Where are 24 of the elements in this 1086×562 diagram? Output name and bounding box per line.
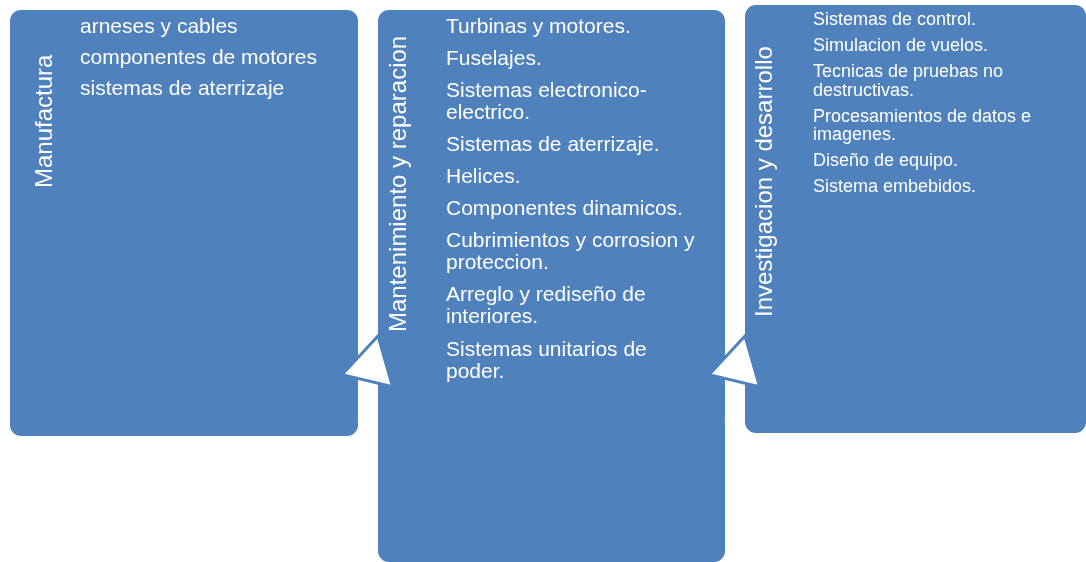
list-item: sistemas de aterrizaje <box>80 77 286 100</box>
list-item: Simulacion de vuelos. <box>813 35 990 55</box>
list-item: Tecnicas de pruebas no destructivas. <box>813 61 1005 100</box>
list-item: Sistemas unitarios de poder. <box>446 337 648 382</box>
process-box <box>378 10 725 562</box>
vertical-heading: Investigacion y desarrollo <box>750 46 778 317</box>
process-box <box>10 10 358 436</box>
list-item: Diseño de equipo. <box>813 151 960 171</box>
list-item: Procesamientos de datos e imagenes. <box>813 106 1033 145</box>
list-item: Arreglo y rediseño de interiores. <box>446 283 647 328</box>
list-item: componentes de motores <box>80 46 318 69</box>
list-item: Turbinas y motores. <box>446 15 632 38</box>
list-item: Sistemas de control. <box>813 10 978 29</box>
list-item: Sistemas electronico-electrico. <box>446 79 648 124</box>
vertical-heading: Manufactura <box>30 54 58 188</box>
list-item: Helices. <box>446 165 522 188</box>
list-item: Cubrimientos y corrosion y proteccion. <box>446 229 696 274</box>
list-item: Sistemas de aterrizaje. <box>446 133 661 156</box>
list-item: Componentes dinamicos. <box>446 197 684 220</box>
process-box <box>745 5 1086 433</box>
list-item: Sistema embebidos. <box>813 177 978 197</box>
list-item: arneses y cables <box>80 15 239 38</box>
list-item: Fuselajes. <box>446 47 543 70</box>
vertical-heading: Mantenimiento y reparacion <box>384 35 412 332</box>
